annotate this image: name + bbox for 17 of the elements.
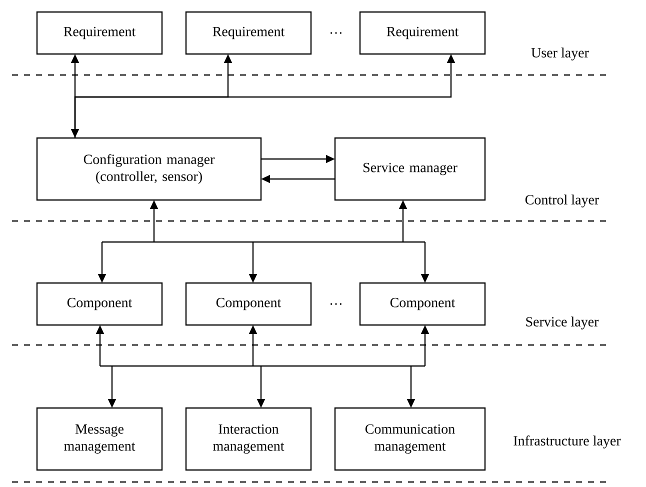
- layer-label: User layer: [531, 48, 589, 60]
- process-box: Component: [359, 282, 486, 326]
- process-box: Service manager: [334, 137, 486, 201]
- process-box: Interaction management: [185, 407, 312, 471]
- ellipsis: …: [330, 303, 342, 305]
- process-box: Component: [36, 282, 163, 326]
- process-box: Configuration manager (controller, sensor): [36, 137, 262, 201]
- process-box: Requirement: [36, 11, 163, 55]
- layer-label: Infrastructure layer: [514, 436, 621, 448]
- process-box: Requirement: [185, 11, 312, 55]
- ellipsis: …: [330, 32, 342, 34]
- process-box: Communication management: [334, 407, 486, 471]
- process-box: Component: [185, 282, 312, 326]
- layer-label: Service layer: [526, 316, 599, 330]
- process-box: Requirement: [359, 11, 486, 55]
- layer-label: Control layer: [525, 194, 600, 208]
- process-box: Message management: [36, 407, 163, 471]
